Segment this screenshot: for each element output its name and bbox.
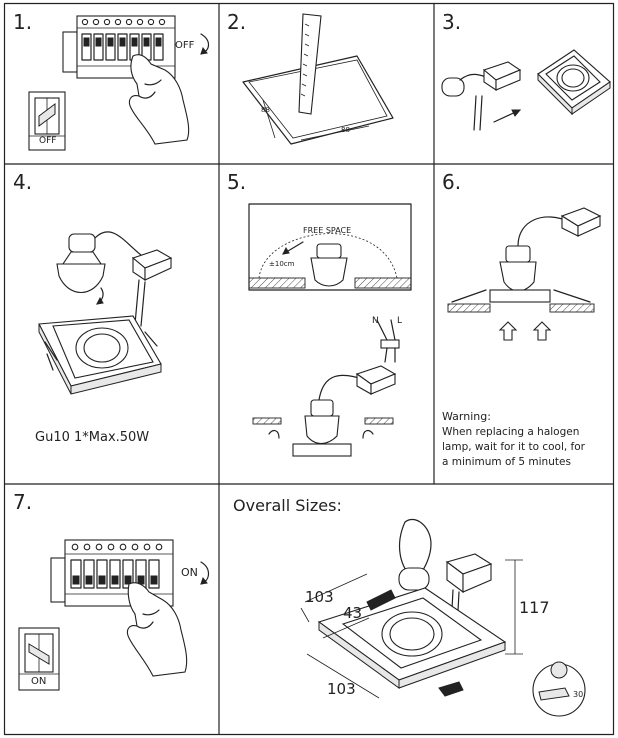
overall-sizes-panel: Overall Sizes: [219, 484, 613, 734]
depth-dim-label: 103 [327, 680, 356, 698]
cutout-dim-a: 88 [261, 106, 270, 114]
cutout-illustration [242, 13, 394, 145]
warning-title: Warning: [442, 410, 491, 423]
free-space-illustration [248, 203, 412, 291]
height-dim-label: 117 [519, 598, 550, 617]
step-7-number: 7. [13, 490, 33, 514]
step-2-panel: 2. 88 88 [219, 4, 434, 164]
step-3-panel: 3. [434, 4, 613, 164]
width-dim-label: 103 [305, 588, 334, 606]
step-6-panel: 6. Warning: When replacing a halogen lam… [434, 164, 613, 484]
step-7-switch-label: ON [31, 676, 47, 687]
cutout-dim-b: 88 [341, 126, 350, 134]
lamp-replace-illustration [447, 207, 602, 341]
inner-dim-label: 43 [343, 604, 363, 622]
step-1-number: 1. [13, 10, 33, 34]
wiring-illustration [252, 319, 400, 457]
step-2-number: 2. [227, 10, 247, 34]
lamp-spec-caption: Gu10 1*Max.50W [35, 430, 150, 445]
step-5-number: 5. [227, 170, 247, 194]
step-3-number: 3. [442, 10, 462, 34]
dimension-drawing [300, 518, 586, 717]
step-1-panel: 1. [5, 4, 219, 164]
step-4-number: 4. [13, 170, 33, 194]
overall-sizes-title: Overall Sizes: [233, 496, 342, 515]
neutral-label: N [372, 316, 379, 326]
step-1-switch-label: OFF [39, 136, 57, 146]
warning-line-1: When replacing a halogen [442, 426, 580, 438]
warning-line-2: lamp, wait for it to cool, for [442, 441, 585, 453]
live-label: L [397, 316, 403, 326]
clearance-label: ±10cm [269, 260, 295, 268]
breaker-off-illustration [62, 15, 210, 145]
lamp-install-illustration [38, 231, 173, 395]
tilt-angle-label: 30 [573, 690, 584, 699]
breaker-on-illustration [18, 539, 210, 691]
step-4-panel: 4. Gu10 1*Max.50W [5, 164, 219, 484]
step-6-number: 6. [442, 170, 462, 194]
switch-off-icon [28, 91, 66, 151]
step-5-panel: 5. FREE SPACE ±10cm [219, 164, 434, 484]
step-7-on-arrow-label: ON [181, 566, 198, 579]
insert-fitting-illustration [441, 49, 611, 131]
step-1-off-arrow-label: OFF [175, 40, 195, 51]
warning-line-3: a minimum of 5 minutes [442, 456, 571, 468]
free-space-label: FREE SPACE [303, 226, 352, 235]
step-7-panel: 7. [5, 484, 219, 734]
